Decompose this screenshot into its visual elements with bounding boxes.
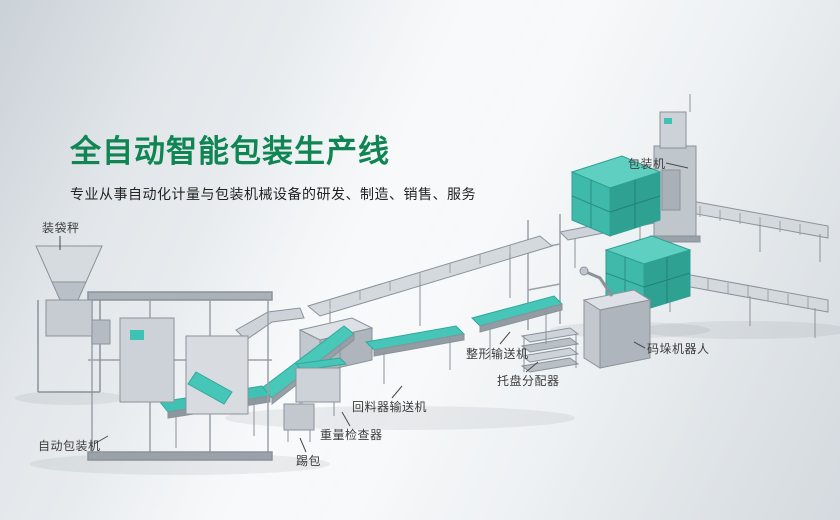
label-palletizing-robot: 码垛机器人	[647, 342, 710, 356]
label-kick-bag: 踢包	[296, 454, 322, 468]
label-weight-checker: 重量检查器	[320, 428, 383, 442]
pallet-dispenser	[520, 327, 580, 373]
elevator-frame	[527, 214, 561, 330]
label-bagging-scale: 装袋秤	[42, 221, 80, 235]
shaping-conveyor	[471, 295, 563, 360]
label-pallet-dispenser: 托盘分配器	[497, 374, 560, 388]
page-subtitle: 专业从事自动化计量与包装机械设备的研发、制造、销售、服务	[70, 186, 476, 202]
page-title: 全自动智能包装生产线	[70, 134, 390, 169]
label-return-conveyor: 回料器输送机	[352, 400, 428, 414]
return-conveyor	[364, 325, 466, 384]
carton-stack-upper	[570, 155, 662, 237]
center-roller-conveyor	[306, 235, 554, 352]
palletizing-robot	[579, 266, 652, 369]
label-auto-packing: 自动包装机	[38, 439, 101, 453]
callout-lines	[59, 162, 689, 453]
label-shaping-conveyor: 整形输送机	[466, 347, 529, 361]
auto-packing-machine	[87, 291, 273, 461]
kick-bag-unit	[283, 403, 315, 442]
bagging-scale-machine	[35, 245, 111, 393]
label-packing-machine: 包装机	[628, 157, 666, 171]
